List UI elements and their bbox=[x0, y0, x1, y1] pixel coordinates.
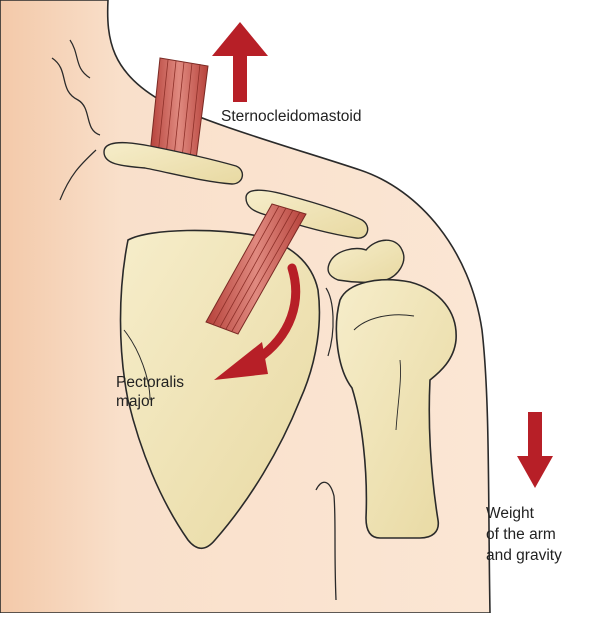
sternocleidomastoid-label: Sternocleidomastoid bbox=[221, 107, 361, 126]
upward-arrow bbox=[212, 22, 268, 102]
pectoralis-major-label: Pectoralis major bbox=[116, 373, 184, 411]
weight-of-arm-label: Weight of the arm and gravity bbox=[486, 503, 592, 566]
downward-arrow bbox=[517, 412, 553, 488]
